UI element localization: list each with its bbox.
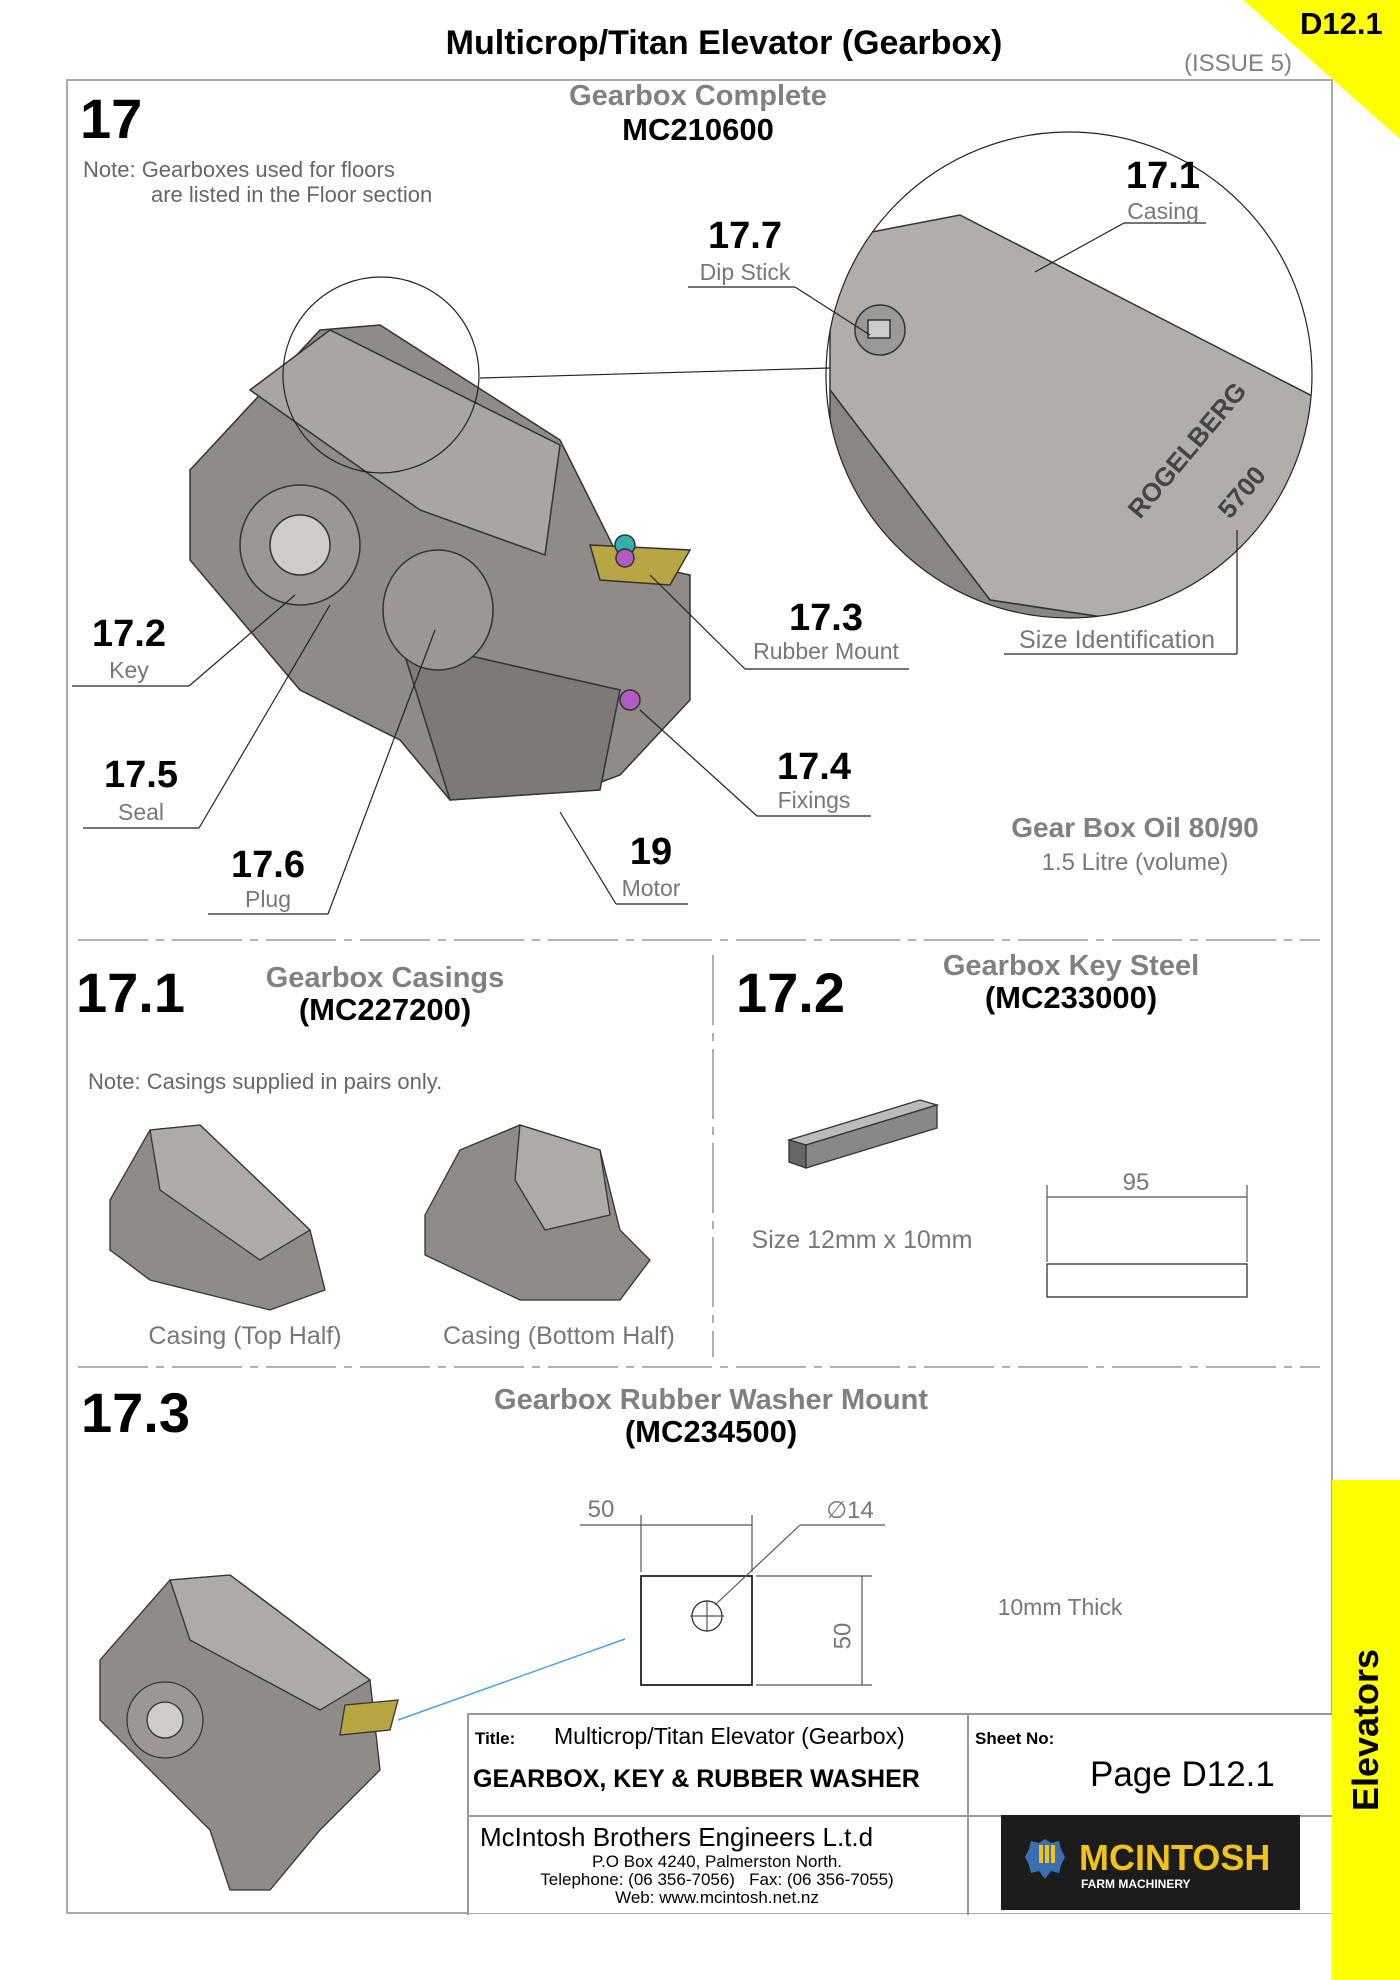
part-number: (MC234500) [624, 1414, 798, 1449]
section-heading: Gearbox Key Steel [942, 950, 1200, 982]
drawing-subtitle: GEARBOX, KEY & RUBBER WASHER [473, 1765, 920, 1793]
washer-hole-dimension: ∅14 [826, 1497, 874, 1524]
logo-text: MCINTOSH [1079, 1837, 1271, 1878]
page-tag: D12.1 [1300, 6, 1383, 41]
washer-dimension-drawing [580, 1515, 885, 1686]
washer-width-dimension: 50 [587, 1496, 615, 1523]
section-number: 17.1 [76, 961, 185, 1024]
key-dimension-drawing [1046, 1185, 1248, 1298]
logo-subtext: FARM MACHINERY [1081, 1877, 1191, 1891]
casing-bottom-half-image [424, 1124, 651, 1301]
callout-label: Fixings [777, 787, 851, 813]
leader-lines [72, 222, 1238, 915]
callout-number: 17.3 [789, 597, 863, 639]
part-number: (MC233000) [984, 980, 1158, 1015]
address: P.O Box 4240, Palmerston North. [591, 1852, 843, 1871]
company-name: McIntosh Brothers Engineers L.t.d [480, 1822, 874, 1852]
issue-label: (ISSUE 5) [1184, 50, 1293, 77]
casing-detail-image: ROGELBERG 5700 [829, 214, 1312, 618]
callout-number: 17.6 [231, 844, 305, 886]
washer-height-dimension: 50 [829, 1622, 857, 1650]
side-tab-label: Elevators [1345, 1648, 1386, 1812]
detail-circle-large [825, 131, 1313, 619]
callout-label: Seal [117, 799, 165, 825]
section-heading: Gearbox Casings [265, 962, 505, 994]
title-label: Title: [475, 1729, 516, 1748]
callout-label: Plug [244, 886, 292, 912]
callout-number: 17.1 [1126, 155, 1200, 197]
oil-volume: 1.5 Litre (volume) [1041, 849, 1229, 876]
callout-label: Casing [1127, 198, 1199, 224]
section-number: 17.2 [736, 961, 845, 1024]
note-line: are listed in the Floor section [151, 182, 433, 207]
casing-top-half-image [109, 1124, 326, 1311]
section-number: 17 [80, 87, 143, 150]
callout-label: Motor [621, 875, 681, 901]
callout-number: 17.7 [708, 215, 782, 257]
casing-top-label: Casing (Top Half) [148, 1322, 342, 1350]
company-contact: P.O Box 4240, Palmerston North. Telephon… [467, 1853, 967, 1907]
oil-title: Gear Box Oil 80/90 [1011, 812, 1259, 843]
callout-number: 17.2 [92, 613, 166, 655]
section-heading: Gearbox Complete [569, 80, 827, 112]
washer-thickness: 10mm Thick [997, 1594, 1123, 1620]
key-length-dimension: 95 [1122, 1169, 1150, 1196]
casing-bottom-label: Casing (Bottom Half) [442, 1322, 676, 1350]
detail-circle-small [282, 276, 480, 474]
note: Note: Casings supplied in pairs only. [88, 1069, 443, 1094]
sheet-label: Sheet No: [975, 1729, 1055, 1748]
main-frame [66, 79, 1333, 1914]
callout-label: Dip Stick [699, 259, 791, 285]
note-line: Note: Gearboxes used for floors [83, 157, 395, 182]
gearbox-washer-image [99, 1574, 399, 1891]
section-side-tab: Elevators [1332, 1480, 1400, 1980]
gearbox-complete-image [189, 324, 692, 801]
section-heading: Gearbox Rubber Washer Mount [494, 1384, 928, 1416]
corner-tab [1243, 0, 1400, 139]
callout-number: 17.5 [104, 754, 178, 796]
callout-number: 19 [629, 831, 673, 873]
mcintosh-logo: MCINTOSH FARM MACHINERY [1001, 1815, 1300, 1910]
key-steel-image [786, 1099, 940, 1169]
page-title: Multicrop/Titan Elevator (Gearbox) [445, 24, 1003, 62]
part-number: (MC227200) [298, 992, 472, 1027]
callout-number: 17.4 [777, 746, 851, 788]
gear-icon [1025, 1839, 1065, 1879]
part-number: MC210600 [622, 112, 774, 147]
section-number: 17.3 [81, 1381, 190, 1444]
key-size: Size 12mm x 10mm [751, 1226, 973, 1254]
size-identification-label: Size Identification [1019, 626, 1215, 654]
callout-label: Key [109, 657, 149, 683]
sheet-number: Page D12.1 [1090, 1755, 1275, 1794]
phone: Telephone: (06 356-7056) Fax: (06 356-70… [540, 1870, 894, 1889]
title-value: Multicrop/Titan Elevator (Gearbox) [554, 1723, 905, 1749]
website: Web: www.mcintosh.net.nz [615, 1888, 819, 1907]
callout-label: Rubber Mount [753, 638, 899, 664]
